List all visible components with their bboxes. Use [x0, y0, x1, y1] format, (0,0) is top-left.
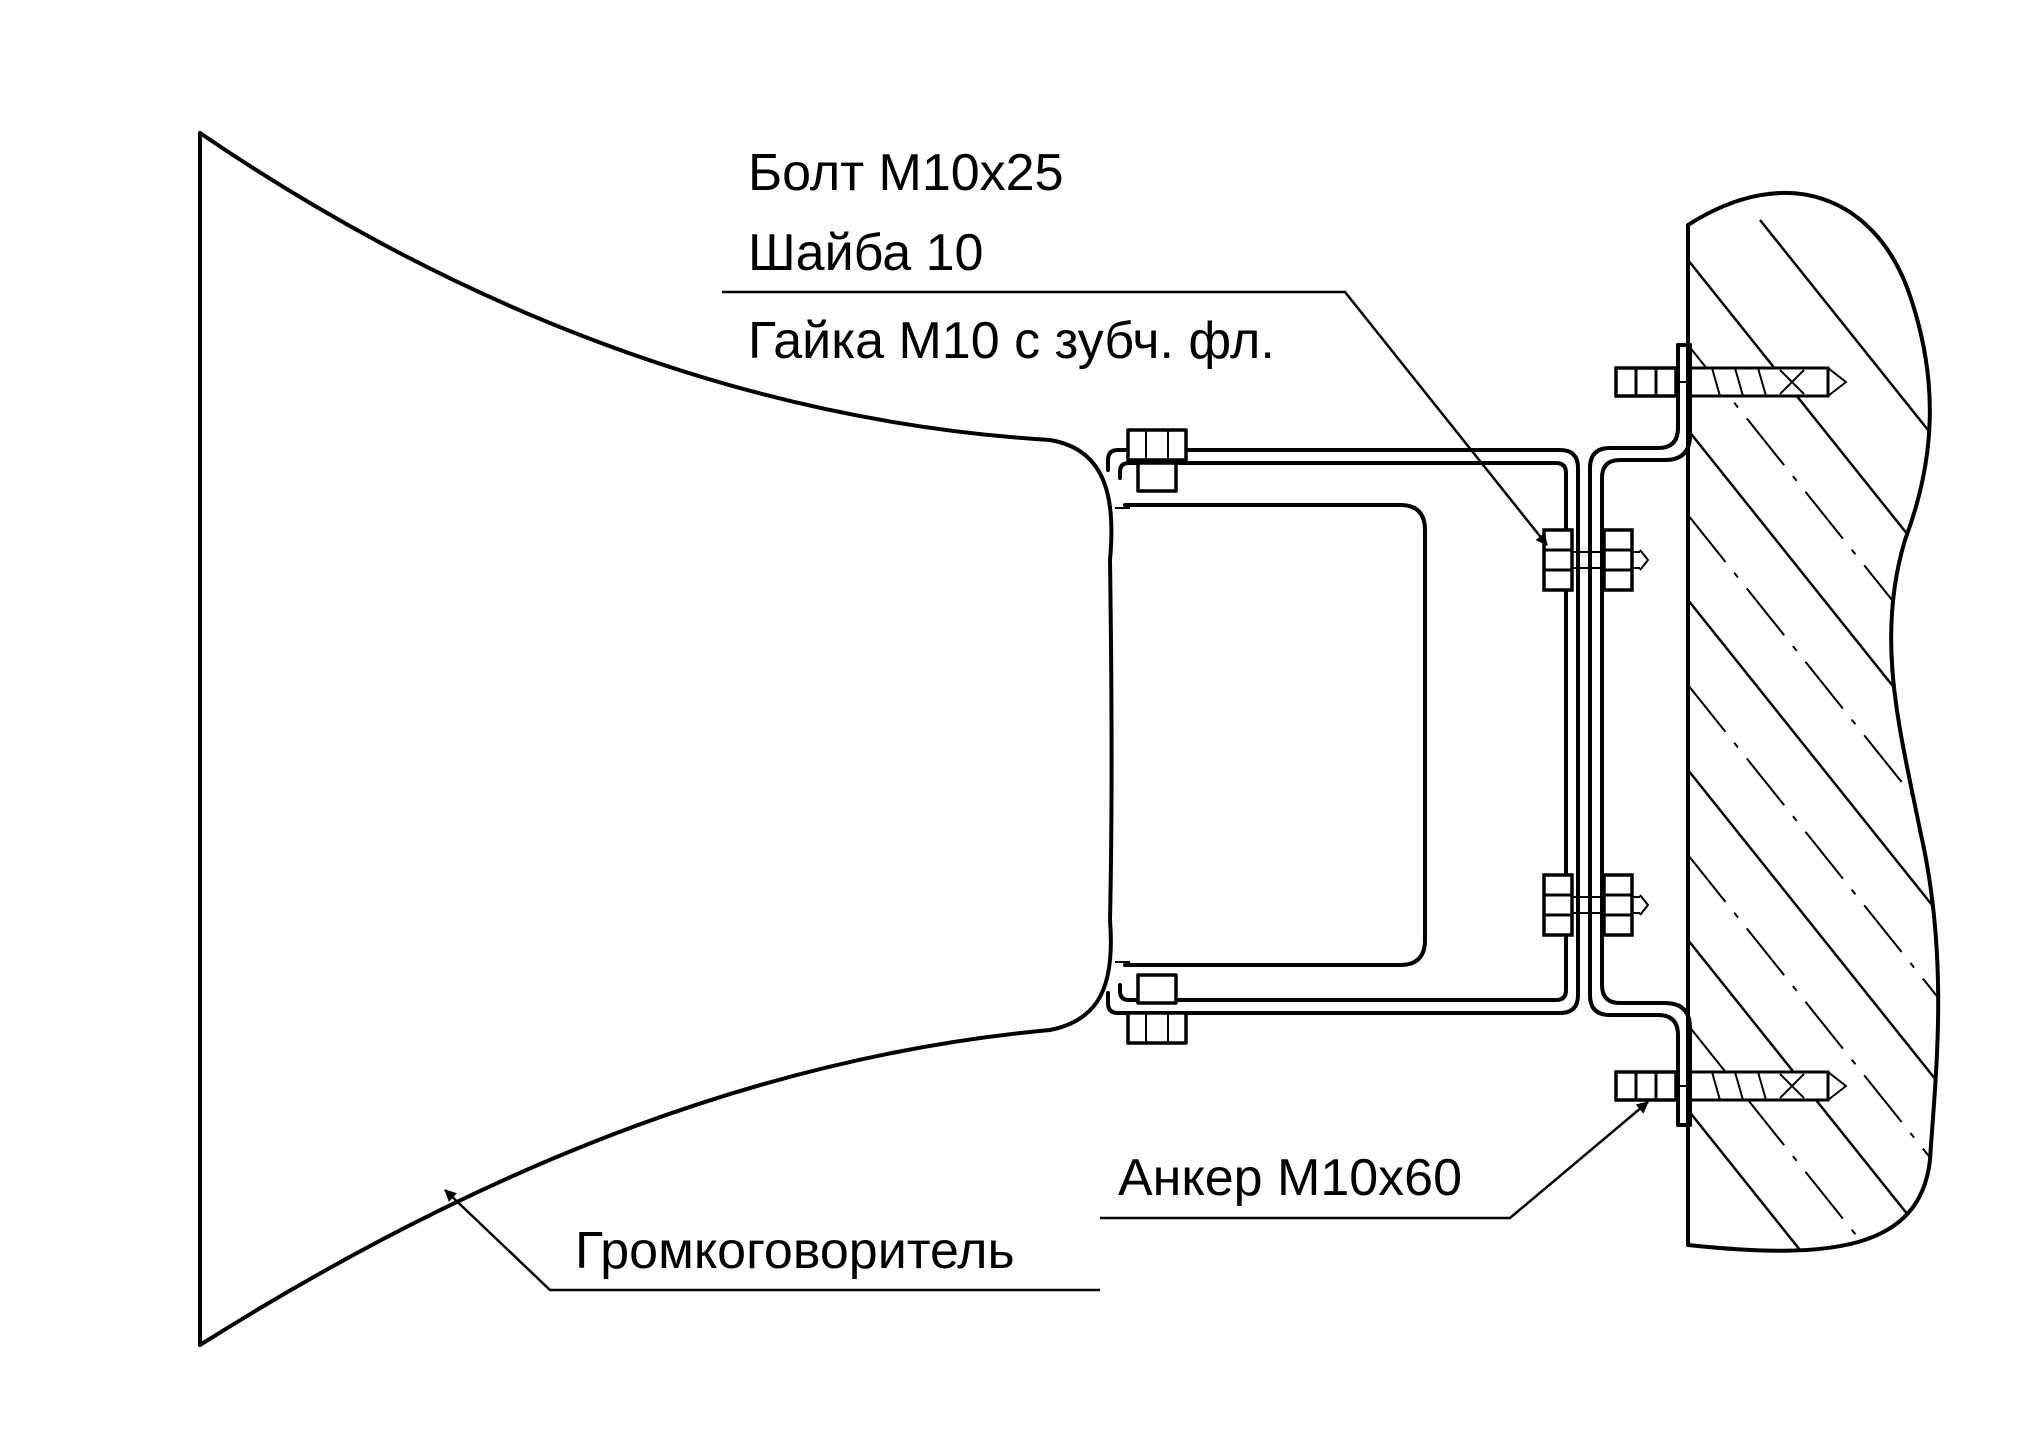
- anchor-bottom: [1614, 1070, 1848, 1102]
- loudspeaker-label: Громкоговоритель: [575, 1222, 1015, 1280]
- u-bracket: [1106, 448, 1580, 1015]
- fastener-leader: [722, 290, 1548, 546]
- bolt-top-left: [1126, 428, 1188, 493]
- horn-body: [198, 131, 1114, 1347]
- anchor-top: [1614, 366, 1848, 398]
- nut-label: Гайка М10 с зубч. фл.: [748, 312, 1275, 370]
- leader-lines: [444, 290, 1649, 1292]
- washer-label: Шайба 10: [748, 224, 983, 282]
- loudspeaker: [198, 131, 1427, 1347]
- bolt-bottom-left: [1126, 973, 1188, 1045]
- bolt-lower-right: [1542, 873, 1650, 937]
- loudspeaker-leader: [444, 1189, 1100, 1292]
- anchor-label: Анкер М10х60: [1118, 1149, 1462, 1207]
- anchor-leader: [1100, 1101, 1649, 1220]
- wall-break-line: [1686, 190, 1941, 1253]
- driver-window: [1123, 503, 1427, 967]
- bolt-upper-right: [1542, 528, 1650, 592]
- wall-bracket: [1588, 343, 1692, 1127]
- wall-hatching: [1688, 219, 1939, 1251]
- bolt-label: Болт М10х25: [748, 144, 1064, 202]
